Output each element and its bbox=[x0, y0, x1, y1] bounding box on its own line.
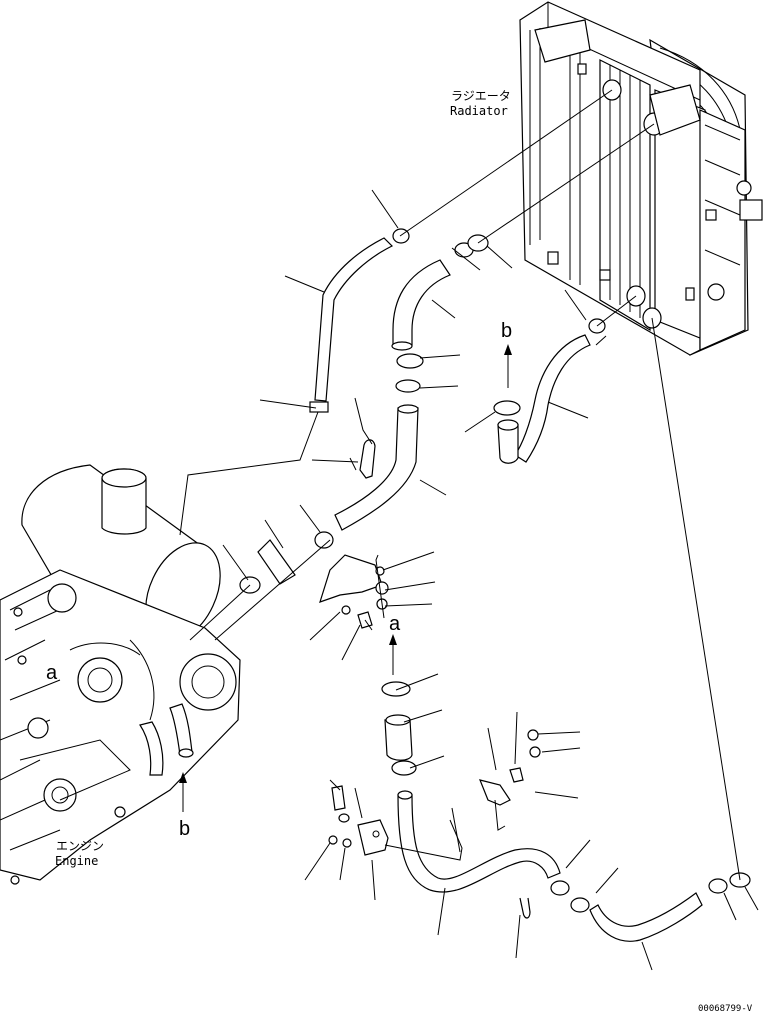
right-return-hose bbox=[493, 295, 637, 464]
lower-hose-assembly bbox=[328, 317, 751, 942]
marker-a-engine: a bbox=[46, 662, 58, 684]
radiator-assembly bbox=[519, 1, 763, 356]
marker-b-radiator: b bbox=[501, 320, 513, 342]
drawing-code: 00068799-V bbox=[698, 1004, 753, 1014]
engine-assembly bbox=[0, 464, 241, 885]
direction-arrows bbox=[179, 344, 512, 812]
leader-lines bbox=[222, 189, 759, 971]
long-bent-pipe bbox=[189, 404, 419, 641]
radiator-label-en: Radiator bbox=[450, 104, 508, 118]
marker-a-hose: a bbox=[389, 613, 401, 635]
radiator-label-jp: ラジエータ bbox=[451, 89, 511, 103]
mounting-bracket bbox=[319, 554, 389, 631]
engine-label-jp: エンジン bbox=[56, 839, 105, 853]
engine-label-en: Engine bbox=[55, 854, 99, 868]
upper-hose-assembly bbox=[179, 89, 613, 536]
clip-hook bbox=[349, 439, 376, 479]
marker-b-engine: b bbox=[179, 818, 191, 840]
